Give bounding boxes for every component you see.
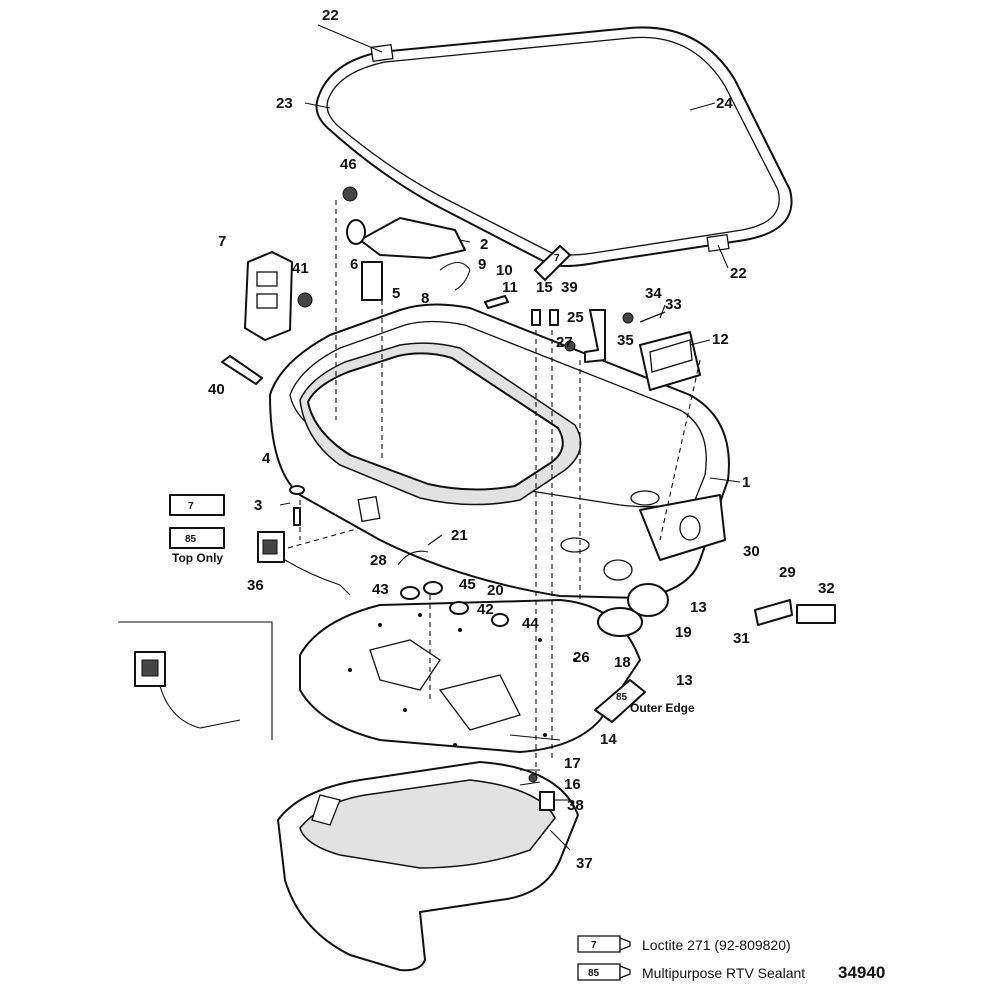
- callout-4: 4: [262, 450, 271, 467]
- adaptor-plate: [299, 599, 641, 753]
- callout-27: 27: [556, 334, 573, 351]
- legend-text: Loctite 271 (92-809820): [642, 937, 791, 953]
- tube-85-right: 85: [594, 679, 646, 723]
- tube-85-left: 85: [169, 527, 225, 549]
- callout-13a: 13: [690, 599, 707, 616]
- callout-15: 15: [536, 279, 553, 296]
- legend: 7 Loctite 271 (92-809820) 85 Multipurpos…: [577, 935, 805, 981]
- callout-42: 42: [477, 601, 494, 618]
- callout-31: 31: [733, 630, 750, 647]
- callout-1: 1: [742, 474, 750, 491]
- legend-item-loctite: 7 Loctite 271 (92-809820): [577, 935, 791, 953]
- callout-26: 26: [573, 649, 590, 666]
- callout-46: 46: [340, 156, 357, 173]
- callout-39: 39: [561, 279, 578, 296]
- tube-7-top: 7: [534, 245, 571, 281]
- callout-6: 6: [350, 256, 358, 273]
- callout-35: 35: [617, 332, 634, 349]
- callout-labels: 1 2 3 4 5 6 7 8 9 10 11 12 13 13 14 15 1…: [208, 7, 835, 872]
- callout-12: 12: [712, 331, 729, 348]
- callout-43: 43: [372, 581, 389, 598]
- callout-24: 24: [716, 95, 733, 112]
- callout-9: 9: [478, 256, 486, 273]
- note-top-only: Top Only: [172, 551, 223, 565]
- tube-label: 85: [616, 692, 628, 703]
- legend-item-rtv: 85 Multipurpose RTV Sealant: [577, 963, 805, 981]
- callout-37: 37: [576, 855, 593, 872]
- legend-text: Multipurpose RTV Sealant: [642, 965, 805, 981]
- callout-41: 41: [292, 260, 309, 277]
- callout-3: 3: [254, 497, 262, 514]
- small-hardware: [221, 186, 836, 811]
- callout-30: 30: [743, 543, 760, 560]
- callout-10: 10: [496, 262, 513, 279]
- note-outer-edge: Outer Edge: [630, 701, 695, 715]
- callout-25: 25: [567, 309, 584, 326]
- callout-2: 2: [480, 236, 488, 253]
- callout-16: 16: [564, 776, 581, 793]
- callout-22a: 22: [322, 7, 339, 24]
- callout-14: 14: [600, 731, 617, 748]
- callout-33: 33: [665, 296, 682, 313]
- diagram-reference-number: 34940: [838, 963, 885, 982]
- callout-17: 17: [564, 755, 581, 772]
- callout-28: 28: [370, 552, 387, 569]
- top-cowl-seal: [315, 26, 793, 267]
- callout-7: 7: [218, 233, 226, 250]
- legend-tube-label: 7: [591, 940, 597, 951]
- callout-34: 34: [645, 285, 662, 302]
- callout-45: 45: [459, 576, 476, 593]
- callout-19: 19: [675, 624, 692, 641]
- callout-36: 36: [247, 577, 264, 594]
- callout-13b: 13: [676, 672, 693, 689]
- callout-40: 40: [208, 381, 225, 398]
- bottom-cowl-tray: [277, 761, 579, 972]
- callout-5: 5: [392, 285, 400, 302]
- tube-label: 7: [188, 501, 194, 512]
- legend-tube-label: 85: [588, 968, 600, 979]
- callout-22b: 22: [730, 265, 747, 282]
- inset-detail: [118, 621, 273, 740]
- callout-20: 20: [487, 582, 504, 599]
- lower-cowl-housing: [269, 303, 730, 599]
- callout-38: 38: [567, 797, 584, 814]
- callout-18: 18: [614, 654, 631, 671]
- leader-lines: [279, 24, 741, 851]
- tube-label: 85: [185, 534, 197, 545]
- callout-23: 23: [276, 95, 293, 112]
- callout-32: 32: [818, 580, 835, 597]
- alignment-guides: [287, 200, 701, 780]
- callout-11: 11: [502, 279, 518, 296]
- callout-29: 29: [779, 564, 796, 581]
- callout-8: 8: [421, 290, 429, 307]
- callout-44: 44: [522, 615, 539, 632]
- tube-7-left: 7: [169, 494, 225, 516]
- callout-21: 21: [451, 527, 468, 544]
- tube-label: 7: [554, 253, 560, 264]
